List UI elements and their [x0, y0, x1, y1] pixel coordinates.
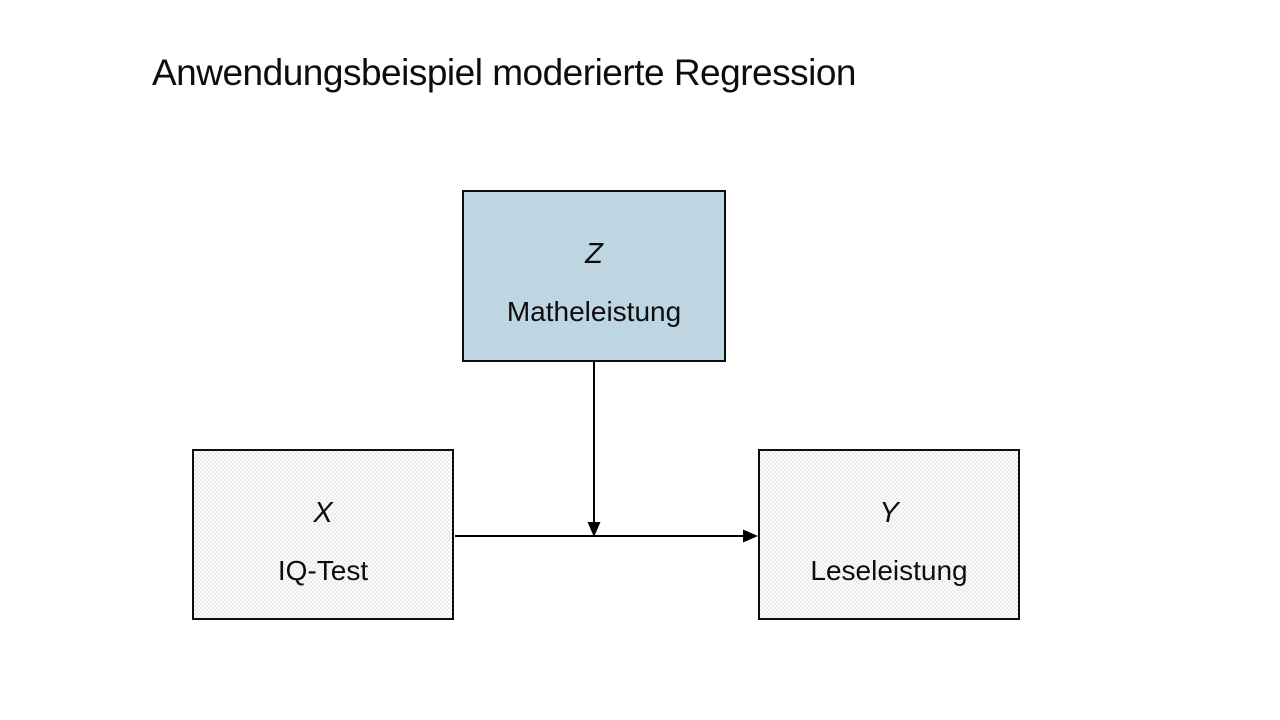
arrowhead-right-icon: [743, 529, 758, 543]
moderator-box: Z Matheleistung: [462, 190, 726, 362]
predictor-symbol: X: [313, 496, 333, 529]
moderator-label: Matheleistung: [506, 296, 682, 327]
arrowhead-down-icon: [587, 522, 601, 537]
predictor-outcome-arrow: [455, 529, 758, 543]
slide-title: Anwendungsbeispiel moderierte Regression: [152, 52, 856, 93]
outcome-box: Y Leseleistung: [758, 449, 1020, 620]
outcome-label: Leseleistung: [810, 554, 968, 586]
predictor-label: IQ-Test: [277, 554, 369, 586]
outcome-symbol: Y: [879, 496, 899, 529]
predictor-box: X IQ-Test: [192, 449, 454, 620]
moderator-symbol: Z: [585, 238, 603, 270]
moderator-path-arrow: [587, 362, 601, 537]
